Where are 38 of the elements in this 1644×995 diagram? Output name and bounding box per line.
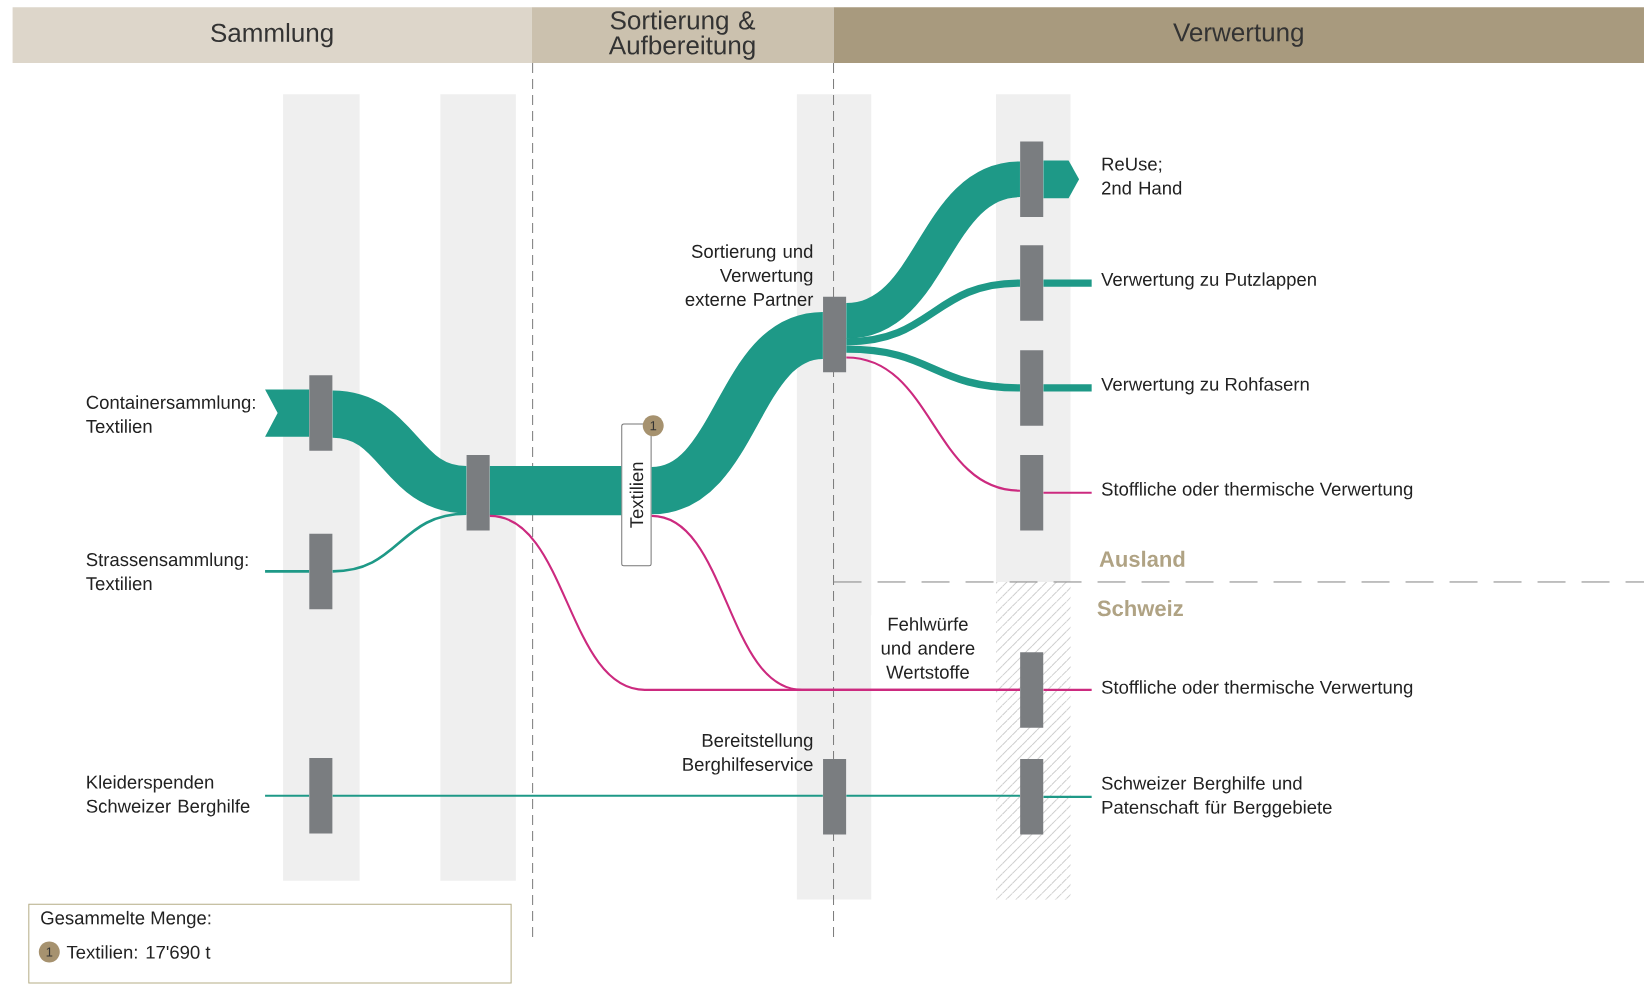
flow-line xyxy=(1043,795,1092,798)
flow-ribbon xyxy=(265,389,310,437)
region-label: Ausland xyxy=(1099,550,1185,567)
bar xyxy=(466,455,490,531)
flow-line xyxy=(846,345,1021,392)
header-band: Verwertung xyxy=(833,7,1644,63)
bar-label: Verwertung zu Rohfasern xyxy=(1101,377,1309,395)
bar-label: Containersammlung: Textilien xyxy=(86,395,255,433)
bar-label: Stoffliche oder thermische Verwertung xyxy=(1101,680,1413,698)
label-box: Textilien xyxy=(621,423,652,567)
bar-label: Stoffliche oder thermische Verwertung xyxy=(1101,482,1413,500)
region-label: Schweiz xyxy=(1097,600,1183,617)
bar-label: ReUse; 2nd Hand xyxy=(1102,157,1182,195)
flow-line xyxy=(332,794,823,797)
header-band: Sammlung xyxy=(12,7,532,63)
flow-line xyxy=(846,356,1021,492)
edge-label: Fehlwürfe und andere Wertstoffe xyxy=(870,615,985,681)
flow-line xyxy=(265,794,310,797)
flow-line xyxy=(846,279,1021,346)
flow-line xyxy=(265,570,310,573)
flow-ribbon xyxy=(843,161,1023,339)
bar-label: Schweizer Berghilfe und Patenschaft für Berggebiete xyxy=(1101,776,1332,818)
bar-label: Verwertung zu Putzlappen xyxy=(1101,272,1316,290)
flow-line xyxy=(1043,688,1092,691)
number-badge: 1 xyxy=(642,415,664,437)
bar-label: Sortierung und Verwertung externe Partner xyxy=(685,244,814,306)
flow-ribbon xyxy=(330,390,469,514)
bar-label: Kleiderspenden Schweizer Berghilfe xyxy=(86,775,250,817)
flow-arrow xyxy=(1043,160,1080,199)
flow-ribbon xyxy=(489,466,622,516)
bar-label: Bereitstellung Berghilfeservice xyxy=(683,733,813,775)
number-badge: 1 xyxy=(38,941,60,963)
bar-label: Strassensammlung: Textilien xyxy=(86,552,248,591)
flow-line xyxy=(846,794,1020,797)
header-band: Sortierung & Aufbereitung xyxy=(531,7,834,63)
flow-line xyxy=(651,514,1020,691)
flow-line xyxy=(332,512,467,573)
flow-line xyxy=(1043,491,1092,494)
